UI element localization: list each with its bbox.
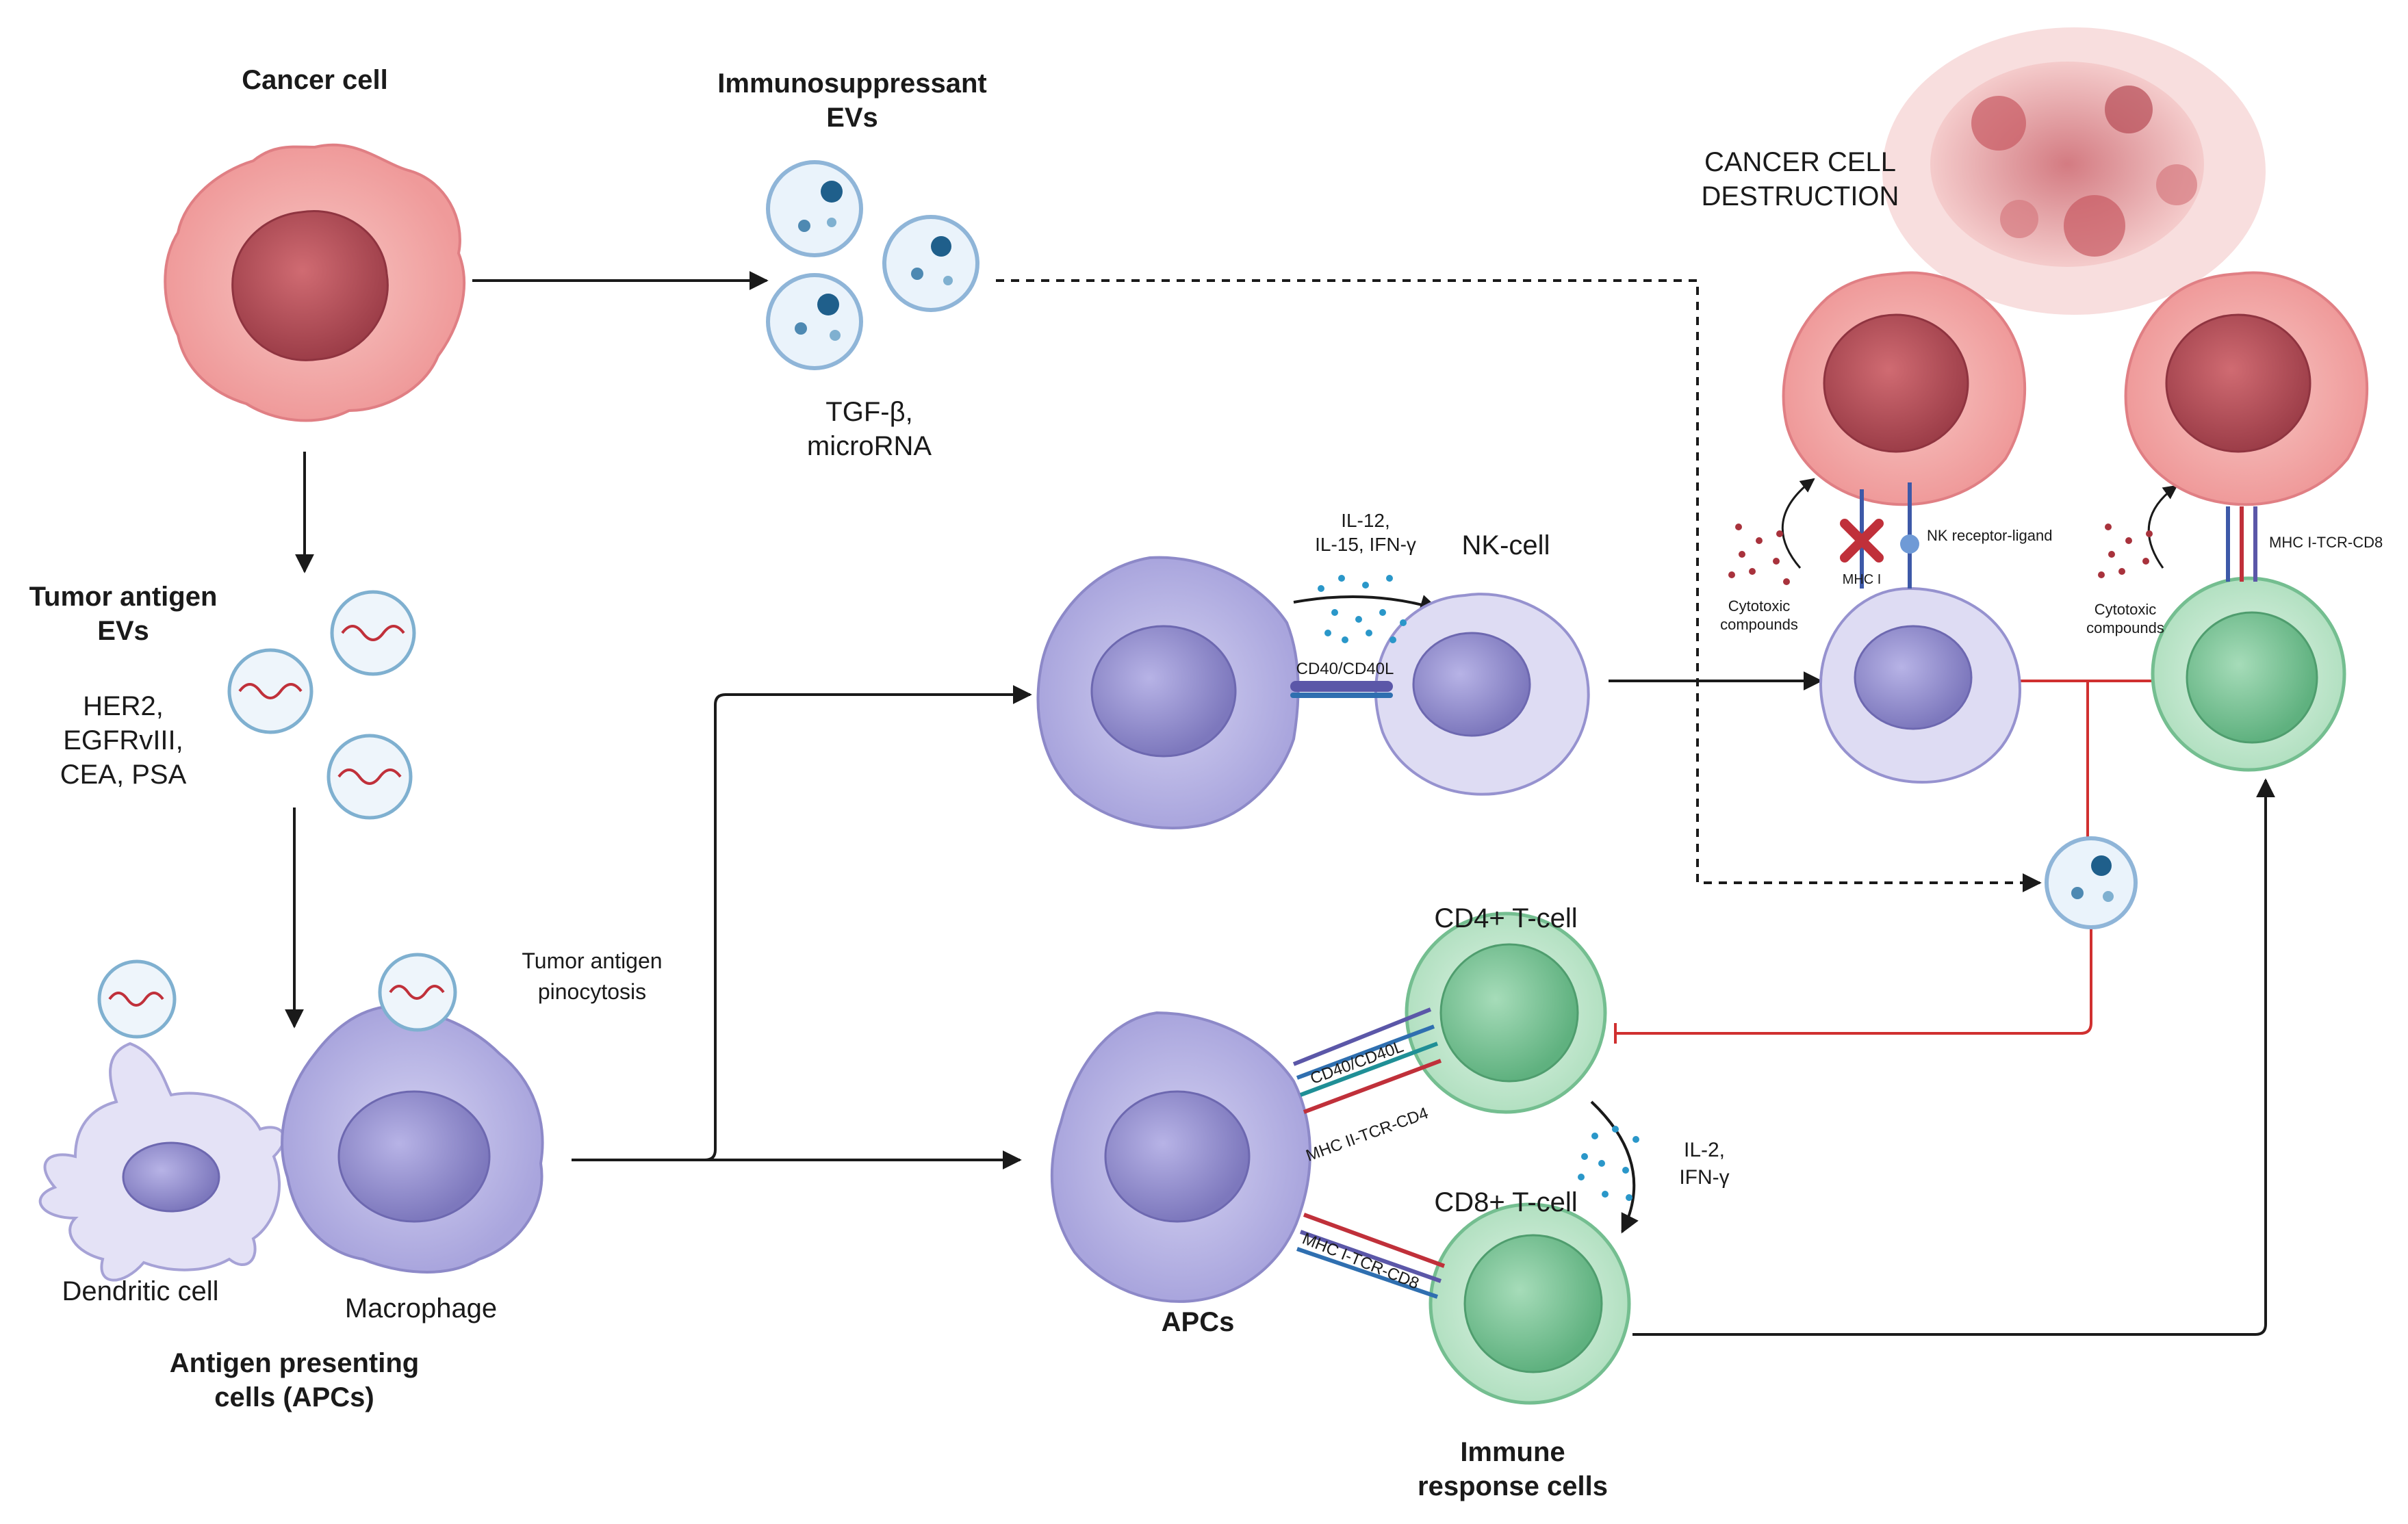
macrophage-nucleus: [337, 1090, 491, 1223]
label-antigen-1: HER2,: [83, 691, 164, 721]
cd4-tcell: [1292, 912, 1607, 1114]
effector-cd8-receptors: [2226, 506, 2257, 582]
label-cytotoxic-left-1: Cytotoxic: [1728, 597, 1790, 615]
nk-cell-nucleus: [1412, 632, 1531, 737]
nk-receptor-ligand-icon: [1900, 482, 1919, 589]
cancer-cell-main: [164, 143, 465, 422]
apc-nk-nucleus: [1090, 625, 1237, 758]
label-cytokines-t-2: IFN-γ: [1679, 1166, 1729, 1189]
tumor-ev-1: [227, 648, 313, 734]
ev-vesicle-3: [766, 273, 863, 370]
label-cytotoxic-right-1: Cytotoxic: [2095, 601, 2156, 618]
label-cd4-tcell: CD4+ T-cell: [1434, 903, 1577, 933]
label-pinocytosis-1: Tumor antigen: [522, 948, 662, 973]
macrophage-ev: [378, 953, 457, 1032]
label-cd8-tcell: CD8+ T-cell: [1434, 1187, 1577, 1217]
label-destruction-2: DESTRUCTION: [1702, 181, 1899, 211]
dendritic-cell: [38, 959, 285, 1282]
tumor-ev-3: [326, 734, 413, 820]
immunosuppressant-evs: [766, 160, 979, 370]
label-mhc-i-tcr-cd8: MHC I-TCR-CD8: [1300, 1230, 1422, 1293]
arrow-cytotoxic-right: [2147, 485, 2178, 569]
label-tgf-1: TGF-β,: [825, 397, 912, 427]
dendritic-cell-nucleus: [122, 1141, 220, 1213]
cytotoxic-dots-right: [2098, 524, 2153, 578]
cd8-tcell-nucleus: [1463, 1234, 1603, 1373]
label-mhc-tcr-cd8-top: MHC I-TCR-CD8: [2269, 534, 2383, 551]
label-immune-response-1: Immune: [1460, 1437, 1565, 1467]
label-cytokines-nk-1: IL-12,: [1341, 510, 1390, 531]
tumor-ev-2: [330, 590, 416, 676]
dendritic-ev: [97, 959, 177, 1039]
ev-vesicle-2: [882, 215, 979, 312]
label-tumor-antigen-evs-2: EVs: [97, 616, 149, 646]
cytokine-dots-nk: [1318, 575, 1407, 643]
dashed-ev-path: [996, 279, 2042, 892]
label-mhc-ii-tcr-cd4: MHC II-TCR-CD4: [1303, 1104, 1431, 1165]
cytotoxic-dots-left: [1728, 524, 1790, 585]
mhc-i-blocked-icon: [1840, 489, 1884, 589]
arrow-cytotoxic-left: [1781, 478, 1815, 569]
label-immunosuppressant-evs-1: Immunosuppressant: [717, 68, 986, 99]
label-apcs-group-2: cells (APCs): [214, 1382, 374, 1412]
cd8-receptors: [1296, 1213, 1446, 1299]
label-dendritic-cell: Dendritic cell: [62, 1276, 219, 1306]
label-cd40-nk: CD40/CD40L: [1296, 660, 1394, 678]
label-pinocytosis-2: pinocytosis: [538, 979, 646, 1004]
effector-nk-cell: [1819, 482, 2021, 784]
label-macrophage: Macrophage: [345, 1293, 497, 1323]
label-antigen-2: EGFRvIII,: [63, 725, 183, 755]
cd4-receptors: [1292, 1007, 1442, 1114]
inhibit-ev-to-cd4: [1615, 924, 2092, 1035]
label-apcs-group-1: Antigen presenting: [170, 1348, 419, 1378]
effector-cd8-tcell: [2151, 506, 2346, 772]
label-tgf-2: microRNA: [807, 431, 932, 461]
apc-t-nucleus: [1104, 1090, 1251, 1223]
label-apcs: APCs: [1162, 1307, 1235, 1337]
label-mhc-i: MHC I: [1843, 572, 1882, 587]
label-nk-receptor: NK receptor-ligand: [1927, 527, 2052, 544]
label-immune-response-2: response cells: [1418, 1471, 1608, 1501]
label-cytokines-nk-2: IL-15, IFN-γ: [1315, 534, 1416, 555]
cancer-debris: [1882, 27, 2266, 315]
arrow-apc-to-nk-cytokine: [1293, 595, 1439, 614]
target-cancer-cell-right: [2124, 271, 2369, 506]
nk-cell: [1290, 593, 1590, 796]
label-destruction-1: CANCER CELL: [1704, 147, 1896, 177]
cd8-tcell: [1296, 1202, 1631, 1405]
target-cancer-cell-left: [1782, 271, 2027, 506]
connector-lines: [285, 271, 2275, 1336]
arrow-cd4-to-cd8-curve: [1590, 1100, 1639, 1234]
label-immunosuppressant-evs-2: EVs: [826, 103, 878, 133]
cytokine-dots-t: [1578, 1126, 1639, 1201]
ev-vesicle-1: [766, 160, 863, 257]
macrophage: [281, 953, 544, 1274]
arrow-apcs-to-nk-apc: [572, 685, 1032, 1161]
label-cytotoxic-left-2: compounds: [1720, 616, 1798, 633]
label-nk-cell: NK-cell: [1462, 530, 1550, 560]
apc-nk-branch: [1036, 556, 1300, 829]
apc-t-branch: [1050, 1011, 1311, 1303]
label-cytotoxic-right-2: compounds: [2086, 619, 2164, 636]
arrow-cd8-to-effector: [1632, 778, 2275, 1336]
effector-ev: [2045, 836, 2138, 929]
cancer-cell-nucleus: [231, 210, 389, 361]
tumor-antigen-evs: [227, 590, 416, 820]
cd40-nk-receptors: [1290, 681, 1393, 698]
label-cancer-cell: Cancer cell: [242, 65, 387, 95]
label-tumor-antigen-evs-1: Tumor antigen: [29, 582, 218, 612]
cd4-tcell-nucleus: [1439, 943, 1579, 1083]
label-antigen-3: CEA, PSA: [60, 760, 187, 790]
label-cytokines-t-1: IL-2,: [1684, 1139, 1725, 1161]
